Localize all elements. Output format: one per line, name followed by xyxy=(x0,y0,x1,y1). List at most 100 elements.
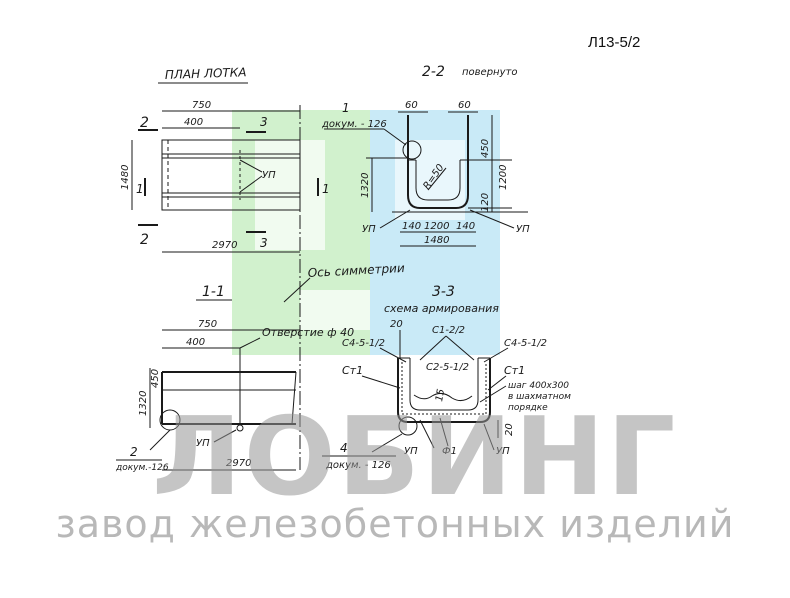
section-2-2-callout-doc: докум. - 126 xyxy=(321,119,387,130)
watermark-subtitle: завод железобетонных изделий xyxy=(55,502,735,546)
section-3-3-phi-leader-2 xyxy=(439,417,449,447)
section-3-3-step-leader xyxy=(479,385,507,403)
section-2-2-callout-num: 1 xyxy=(342,101,350,115)
plan-view: ПЛАН ЛОТКА 750 400 2 2 3 3 1 1 1480 xyxy=(120,65,330,253)
section-1-1-title: 1-1 xyxy=(202,284,225,300)
plan-dim-750: 750 xyxy=(192,100,211,111)
plan-up-leader-1 xyxy=(239,159,263,173)
plan-up-leader-2 xyxy=(239,175,263,193)
section-2-2-dim-1480: 1480 xyxy=(424,235,449,246)
section-3-3-callout-circle xyxy=(398,416,418,436)
section-1-1-hole-mark xyxy=(236,424,244,432)
section-1-1-callout-doc: докум.-126 xyxy=(115,463,169,473)
section-3-3-dim-20top: 20 xyxy=(390,319,403,330)
section-3-3-step-3: порядке xyxy=(508,403,548,413)
section-2-2-note: повернуто xyxy=(462,67,517,78)
section-3-3-step-1: шаг 400х300 xyxy=(508,381,569,391)
section-3-3-c1-leader-right xyxy=(445,335,475,361)
section-3-3-callout-doc: докум. - 126 xyxy=(325,460,391,471)
section-1-1: 1-1 750 400 Отверстие ф 40 1320 450 2 до… xyxy=(115,284,354,473)
section-1-1-dim-1320: 1320 xyxy=(138,391,149,416)
section-3-3-c4-right: С4-5-1/2 xyxy=(504,338,547,349)
section-3-3-up-right: УП xyxy=(496,446,510,457)
section-3-3-callout-num: 4 xyxy=(340,441,348,455)
symmetry-axis-leader xyxy=(283,277,311,303)
plan-section-3-top: 3 xyxy=(260,115,268,129)
section-2-2-trough-inner xyxy=(415,160,461,201)
plan-section-1-right: 1 xyxy=(322,182,330,196)
section-2-2-callout-circle xyxy=(402,140,422,160)
section-3-3-trough-inner xyxy=(409,358,479,411)
section-1-1-dim-2970: 2970 xyxy=(226,458,251,469)
section-1-1-dim-450: 450 xyxy=(150,369,161,388)
watermark-white-notch xyxy=(255,140,325,250)
section-3-3-step-2: в шахматном xyxy=(508,392,571,402)
section-3-3-dim-20bot: 20 xyxy=(504,423,515,436)
section-3-3-rebar-outer xyxy=(401,362,487,415)
section-3-3-st1-left-leader xyxy=(361,375,401,389)
section-3-3-rebar-wave xyxy=(413,392,473,402)
section-1-1-up-leader xyxy=(213,429,237,443)
section-1-1-break-line xyxy=(291,371,297,425)
symmetry-axis-label: Ось симметрии xyxy=(307,261,405,280)
plan-section-1-left: 1 xyxy=(136,182,144,196)
section-3-3: 3-3 схема армирования 20 С1-2/2 С4-5-1/2… xyxy=(322,284,571,471)
section-3-3-up-left: УП xyxy=(404,446,418,457)
section-3-3-c2: С2-5-1/2 xyxy=(426,362,469,373)
section-1-1-callout-leader xyxy=(149,429,171,451)
section-1-1-dim-750: 750 xyxy=(198,319,217,330)
section-1-1-hole: Отверстие ф 40 xyxy=(262,326,354,339)
section-2-2-up-left-leader xyxy=(379,209,411,229)
watermark-white-notch-2 xyxy=(395,140,465,220)
plan-title: ПЛАН ЛОТКА xyxy=(165,65,247,82)
section-2-2-dim-450: 450 xyxy=(480,139,491,158)
watermark-blue-block-lower xyxy=(370,275,500,355)
watermark-white-notch-3 xyxy=(300,290,370,330)
section-3-3-c4-right-leader xyxy=(483,347,509,363)
section-2-2-up-left: УП xyxy=(362,224,376,235)
section-3-3-subtitle: схема армирования xyxy=(384,302,499,315)
section-3-3-c4-left-leader xyxy=(379,347,407,363)
section-3-3-dim-15: 15 xyxy=(434,388,447,402)
section-3-3-phi: Ф1 xyxy=(442,446,457,457)
plan-label-up: УП xyxy=(262,170,276,181)
section-1-1-up: УП xyxy=(196,438,210,449)
section-3-3-st1-left: Ст1 xyxy=(342,364,363,377)
watermark-word: ЛОБИНГ xyxy=(152,395,678,520)
section-1-1-hole-leader xyxy=(239,337,261,349)
section-3-3-st1-right-leader xyxy=(487,375,507,391)
section-2-2-title: 2-2 xyxy=(422,64,445,80)
section-3-3-phi-leader-1 xyxy=(419,419,435,449)
section-3-3-c4-left: С4-5-1/2 xyxy=(342,338,385,349)
section-1-1-dim-400: 400 xyxy=(186,337,205,348)
section-3-3-c1: С1-2/2 xyxy=(432,325,465,336)
section-1-1-callout-num: 2 xyxy=(130,445,138,459)
section-3-3-c1-leader-left xyxy=(419,335,447,361)
section-2-2-dim-140a: 140 xyxy=(402,221,421,232)
section-3-3-callout-leader xyxy=(371,433,403,453)
sheet-code: Л13-5/2 xyxy=(588,34,641,51)
section-2-2-radius-leader xyxy=(427,167,447,191)
section-2-2-dim-1320: 1320 xyxy=(360,173,371,198)
section-2-2-up-right-leader xyxy=(469,209,515,229)
plan-section-2-bot: 2 xyxy=(140,232,149,248)
section-2-2-dim-120: 120 xyxy=(480,193,491,212)
section-2-2-dim-1200v: 1200 xyxy=(498,165,509,190)
section-2-2-dim-60a: 60 xyxy=(405,100,418,111)
section-3-3-title: 3-3 xyxy=(432,284,455,300)
section-3-3-st1-right: Ст1 xyxy=(504,364,525,377)
section-2-2-dim-60b: 60 xyxy=(458,100,471,111)
plan-dim-400: 400 xyxy=(184,117,203,128)
plan-dim-1480: 1480 xyxy=(120,165,131,190)
section-3-3-trough-outer xyxy=(397,358,491,423)
section-2-2-dim-1200h: 1200 xyxy=(424,221,449,232)
plan-dim-2970: 2970 xyxy=(212,240,237,251)
section-2-2-trough-outer xyxy=(407,115,469,209)
section-2-2-up-right: УП xyxy=(516,224,530,235)
plan-section-2-top: 2 xyxy=(140,115,149,131)
plan-section-3-bot: 3 xyxy=(260,236,268,250)
section-3-3-up-right-leader xyxy=(483,423,495,451)
section-2-2-dim-140b: 140 xyxy=(456,221,475,232)
